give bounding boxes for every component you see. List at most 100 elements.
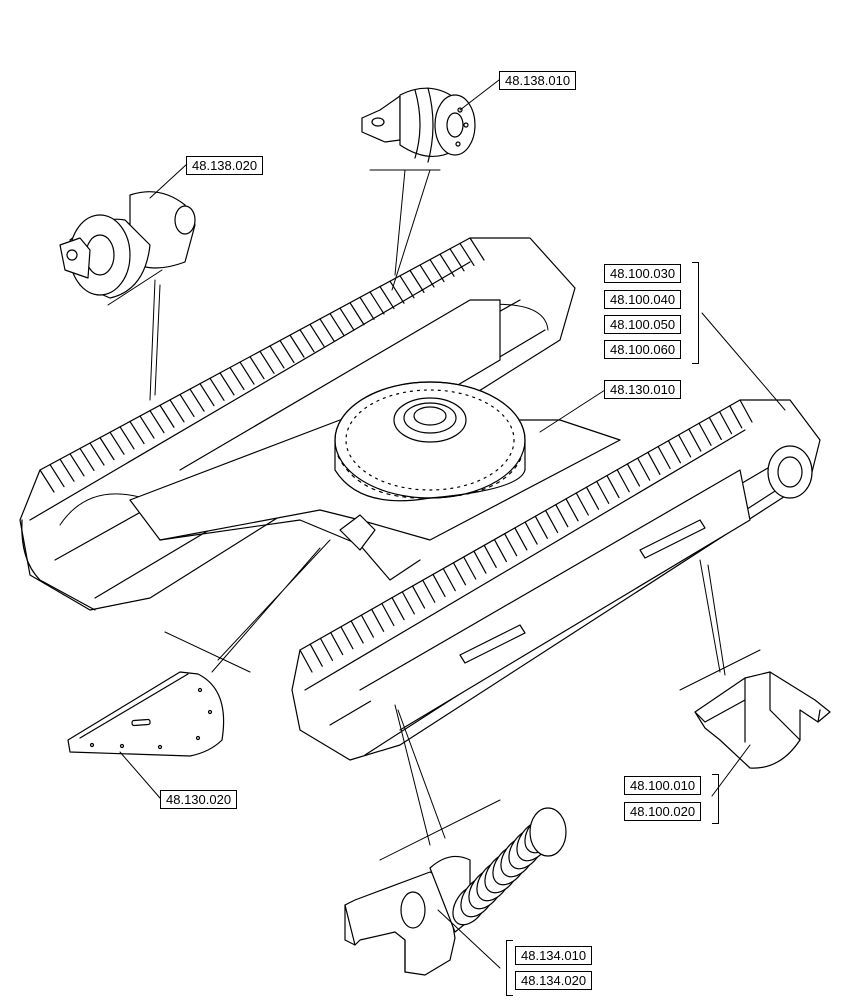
track-shoe bbox=[493, 538, 508, 563]
track-shoe bbox=[299, 649, 313, 673]
track-shoe bbox=[109, 431, 125, 455]
track-shoe bbox=[189, 388, 205, 412]
track-shoe bbox=[209, 377, 225, 401]
left-track-shoes bbox=[39, 237, 485, 493]
carrier-roller-top bbox=[361, 87, 476, 163]
track-shoe bbox=[239, 361, 255, 385]
track-shoe bbox=[279, 339, 295, 364]
right-track-assembly bbox=[291, 399, 821, 761]
track-shoe bbox=[459, 242, 475, 266]
track-shoe bbox=[452, 562, 467, 586]
tensioner-bracket bbox=[506, 940, 513, 996]
track-shoe bbox=[369, 291, 385, 315]
callout-guide-2: 48.100.020 bbox=[624, 802, 702, 821]
track-shoe bbox=[596, 480, 610, 504]
track-shoe bbox=[309, 643, 323, 667]
callout-track-3: 48.100.050 bbox=[604, 315, 682, 334]
center-frame bbox=[129, 381, 621, 581]
track-shoe bbox=[139, 415, 155, 439]
right-track-shoes bbox=[299, 399, 753, 673]
track-shoe bbox=[69, 453, 85, 477]
track-shoe bbox=[678, 434, 692, 458]
track-shoe bbox=[149, 410, 165, 434]
track-shoe bbox=[349, 302, 365, 326]
track-shoe bbox=[565, 498, 579, 522]
track-shoe bbox=[371, 608, 385, 632]
track-shoe bbox=[626, 463, 641, 487]
track-shoe bbox=[319, 637, 334, 661]
track-shoe bbox=[606, 474, 620, 499]
track-shoe bbox=[119, 426, 135, 450]
callout-idler-top: 48.138.010 bbox=[499, 71, 577, 90]
track-shoe bbox=[269, 345, 285, 369]
track-shoe bbox=[442, 568, 456, 592]
track-shoe bbox=[616, 469, 630, 493]
track-shoe bbox=[411, 585, 426, 609]
track-shoe bbox=[449, 248, 465, 272]
track-shoe bbox=[688, 428, 702, 452]
callout-track-4: 48.100.060 bbox=[604, 340, 682, 359]
track-shoe bbox=[340, 626, 354, 650]
track-shoe bbox=[330, 631, 344, 656]
track-guide-bracket bbox=[712, 774, 719, 824]
track-shoe bbox=[432, 573, 446, 598]
track-shoe bbox=[514, 527, 528, 551]
track-shoe bbox=[409, 269, 425, 293]
track-shoe bbox=[199, 383, 215, 407]
track-group-bracket bbox=[692, 262, 699, 364]
track-shoe bbox=[739, 399, 753, 423]
track-shoe bbox=[79, 447, 95, 472]
track-shoe bbox=[329, 312, 345, 337]
track-shoe bbox=[339, 307, 355, 331]
track-shoe bbox=[463, 556, 477, 580]
track-shoe bbox=[708, 416, 722, 441]
track-shoe bbox=[359, 296, 375, 320]
track-shoe bbox=[289, 334, 305, 358]
track-shoe bbox=[524, 521, 538, 545]
track-shoe bbox=[429, 258, 445, 283]
track-shoe bbox=[179, 393, 195, 418]
track-shoe bbox=[360, 614, 374, 638]
carrier-roller-left bbox=[59, 191, 196, 299]
callout-track-2: 48.100.040 bbox=[604, 290, 682, 309]
track-shoe bbox=[534, 515, 548, 539]
track-shoe bbox=[89, 442, 105, 466]
leader-lines bbox=[107, 79, 786, 969]
track-shoe bbox=[229, 366, 245, 391]
callout-idler-left: 48.138.020 bbox=[186, 156, 264, 175]
track-shoe bbox=[381, 602, 395, 627]
track-shoe bbox=[249, 356, 265, 380]
track-shoe bbox=[59, 458, 75, 482]
track-shoe bbox=[718, 411, 733, 435]
track-shoe bbox=[504, 533, 518, 557]
track-shoe bbox=[169, 399, 185, 423]
track-shoe bbox=[473, 550, 487, 574]
callout-frame: 48.130.010 bbox=[604, 380, 682, 399]
track-shoe bbox=[299, 329, 315, 353]
callout-guard-plate: 48.130.020 bbox=[160, 790, 238, 809]
callout-guide-1: 48.100.010 bbox=[624, 776, 702, 795]
callout-tensioner-1: 48.134.010 bbox=[515, 946, 593, 965]
track-shoe bbox=[49, 464, 65, 488]
track-shoe bbox=[99, 437, 115, 461]
track-shoe bbox=[401, 591, 415, 615]
track-shoe bbox=[129, 420, 145, 445]
track-shoe bbox=[39, 469, 55, 493]
track-guide bbox=[694, 671, 831, 769]
track-shoe bbox=[259, 350, 275, 374]
track-shoe bbox=[667, 440, 681, 464]
track-shoe bbox=[575, 492, 589, 516]
track-shoe bbox=[399, 275, 415, 299]
track-shoe bbox=[309, 323, 325, 347]
track-shoe bbox=[350, 620, 364, 644]
track-shoe bbox=[439, 253, 455, 277]
track-shoe bbox=[657, 445, 671, 470]
track-shoe bbox=[637, 457, 651, 481]
callout-track-1: 48.100.030 bbox=[604, 264, 682, 283]
guard-plate bbox=[67, 671, 225, 757]
callout-tensioner-2: 48.134.020 bbox=[515, 971, 593, 990]
track-shoe bbox=[159, 404, 175, 428]
track-shoe bbox=[422, 579, 436, 603]
track-shoe bbox=[379, 285, 395, 310]
